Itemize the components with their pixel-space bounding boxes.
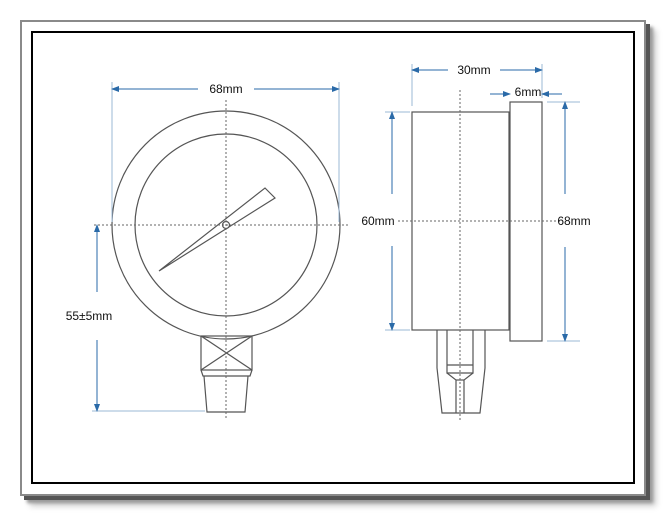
bezel-height-label: 68mm: [557, 214, 590, 228]
side-view: 30mm 6mm 60mm 68mm: [361, 63, 591, 420]
side-stem: [436, 330, 486, 414]
depth-label: 30mm: [457, 63, 490, 77]
front-view: 68mm 55±5mm: [66, 82, 348, 420]
drawing-border: [31, 31, 635, 484]
bezel-width-label: 6mm: [515, 85, 542, 99]
front-height-label: 55±5mm: [66, 309, 113, 323]
gauge-needle: [158, 187, 276, 272]
body-height-label: 60mm: [361, 214, 394, 228]
front-width-label: 68mm: [209, 82, 242, 96]
